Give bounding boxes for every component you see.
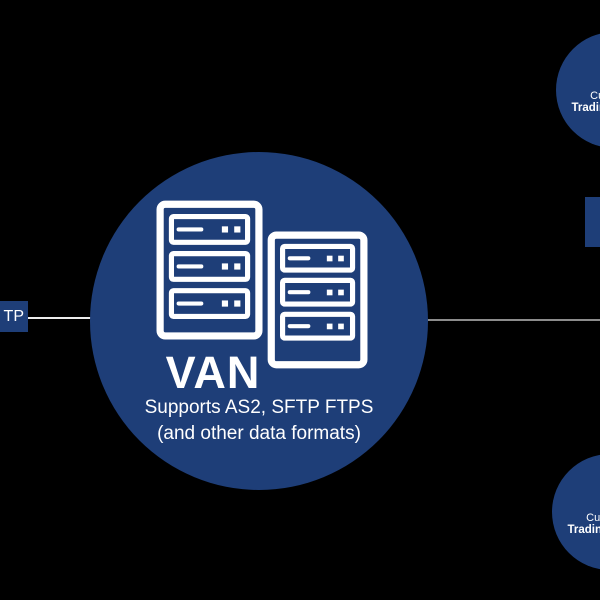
van-subtitle-line1: Supports AS2, SFTP FTPS: [144, 397, 374, 418]
van-subtitle-line2: (and other data formats): [157, 423, 361, 444]
connector-line-left: [28, 317, 92, 319]
connector-line-right: [427, 319, 600, 321]
trading-partner-top-line1: Customer: [590, 90, 600, 102]
left-protocol-label-text: TP: [3, 308, 24, 325]
trading-partner-top-line2: Trading Partner: [571, 102, 600, 114]
trading-partner-node-bottom: Customer Trading Partner: [552, 454, 600, 570]
van-title: VAN: [165, 347, 261, 398]
van-node: VAN Supports AS2, SFTP FTPS (and other d…: [90, 152, 428, 490]
trading-partner-node-top: Customer Trading Partner: [556, 32, 600, 148]
right-edge-box: [585, 197, 600, 247]
trading-partner-bottom-line1: Customer: [586, 512, 600, 524]
trading-partner-bottom-line2: Trading Partner: [567, 524, 600, 536]
left-protocol-label: TP: [0, 301, 28, 332]
server-rack-icon: [156, 200, 368, 369]
